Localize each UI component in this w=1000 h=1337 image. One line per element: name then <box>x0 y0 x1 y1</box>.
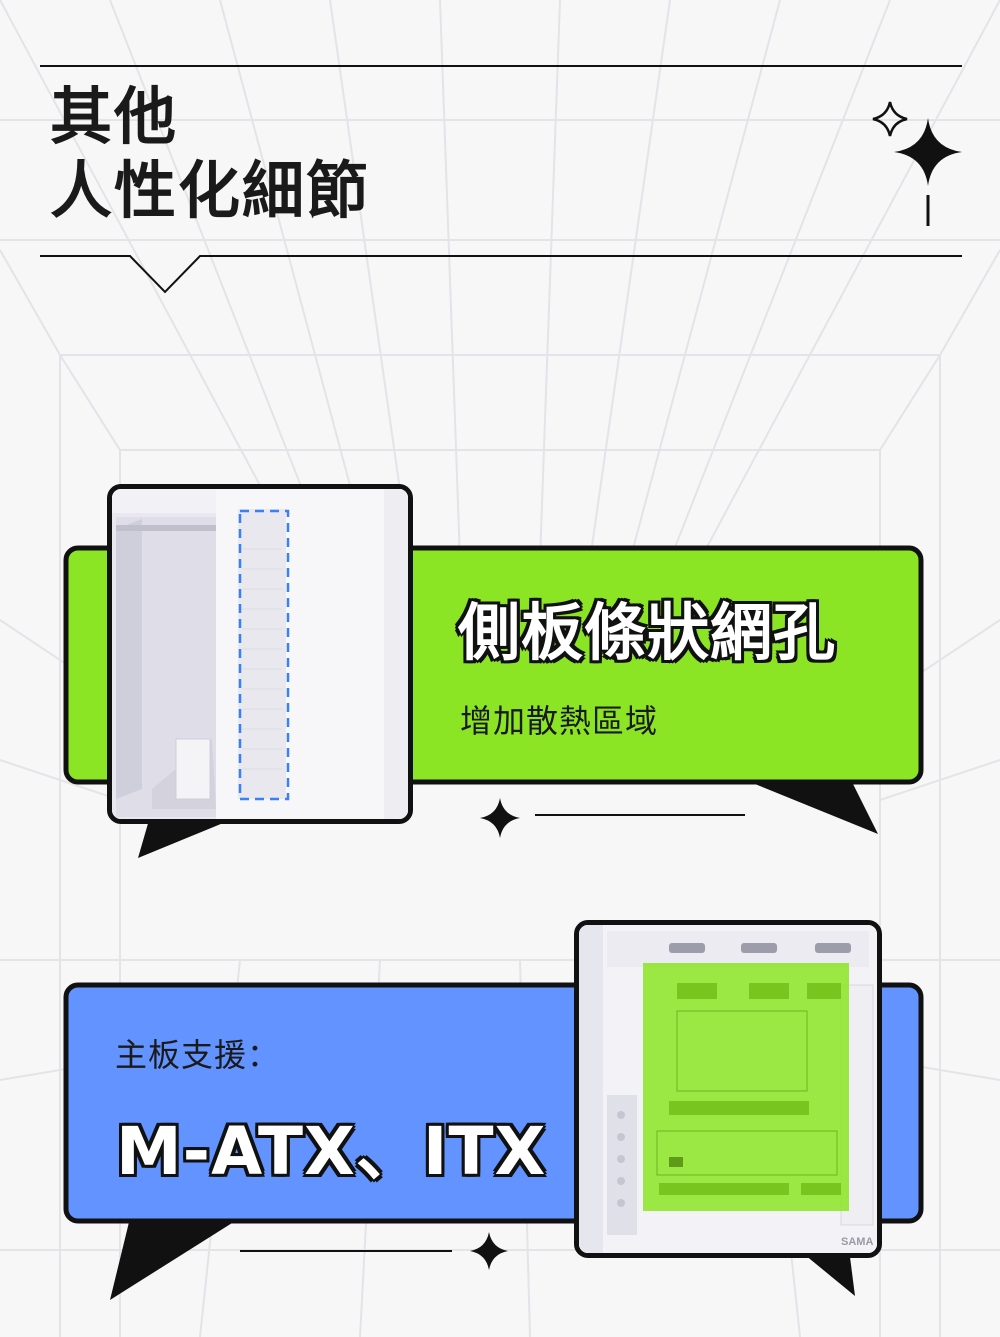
page-title: 其他 人性化細節 <box>50 80 370 228</box>
motherboard-support-label: 主板支援： <box>115 1036 281 1074</box>
side-panel-photo <box>107 484 413 824</box>
brand-mark: SAMA <box>841 1236 873 1248</box>
side-mesh-highlight <box>238 509 290 801</box>
motherboard-area-highlight <box>643 963 849 1211</box>
page-title-line-1: 其他 <box>50 80 179 153</box>
motherboard-photo: SAMA <box>574 920 882 1258</box>
page-title-line-2: 人性化細節 <box>50 154 371 227</box>
side-mesh-subtitle: 增加散熱區域 <box>460 702 659 740</box>
side-mesh-title: 側板條狀網孔 <box>458 596 837 669</box>
motherboard-support-title: M-ATX、ITX <box>116 1113 547 1190</box>
